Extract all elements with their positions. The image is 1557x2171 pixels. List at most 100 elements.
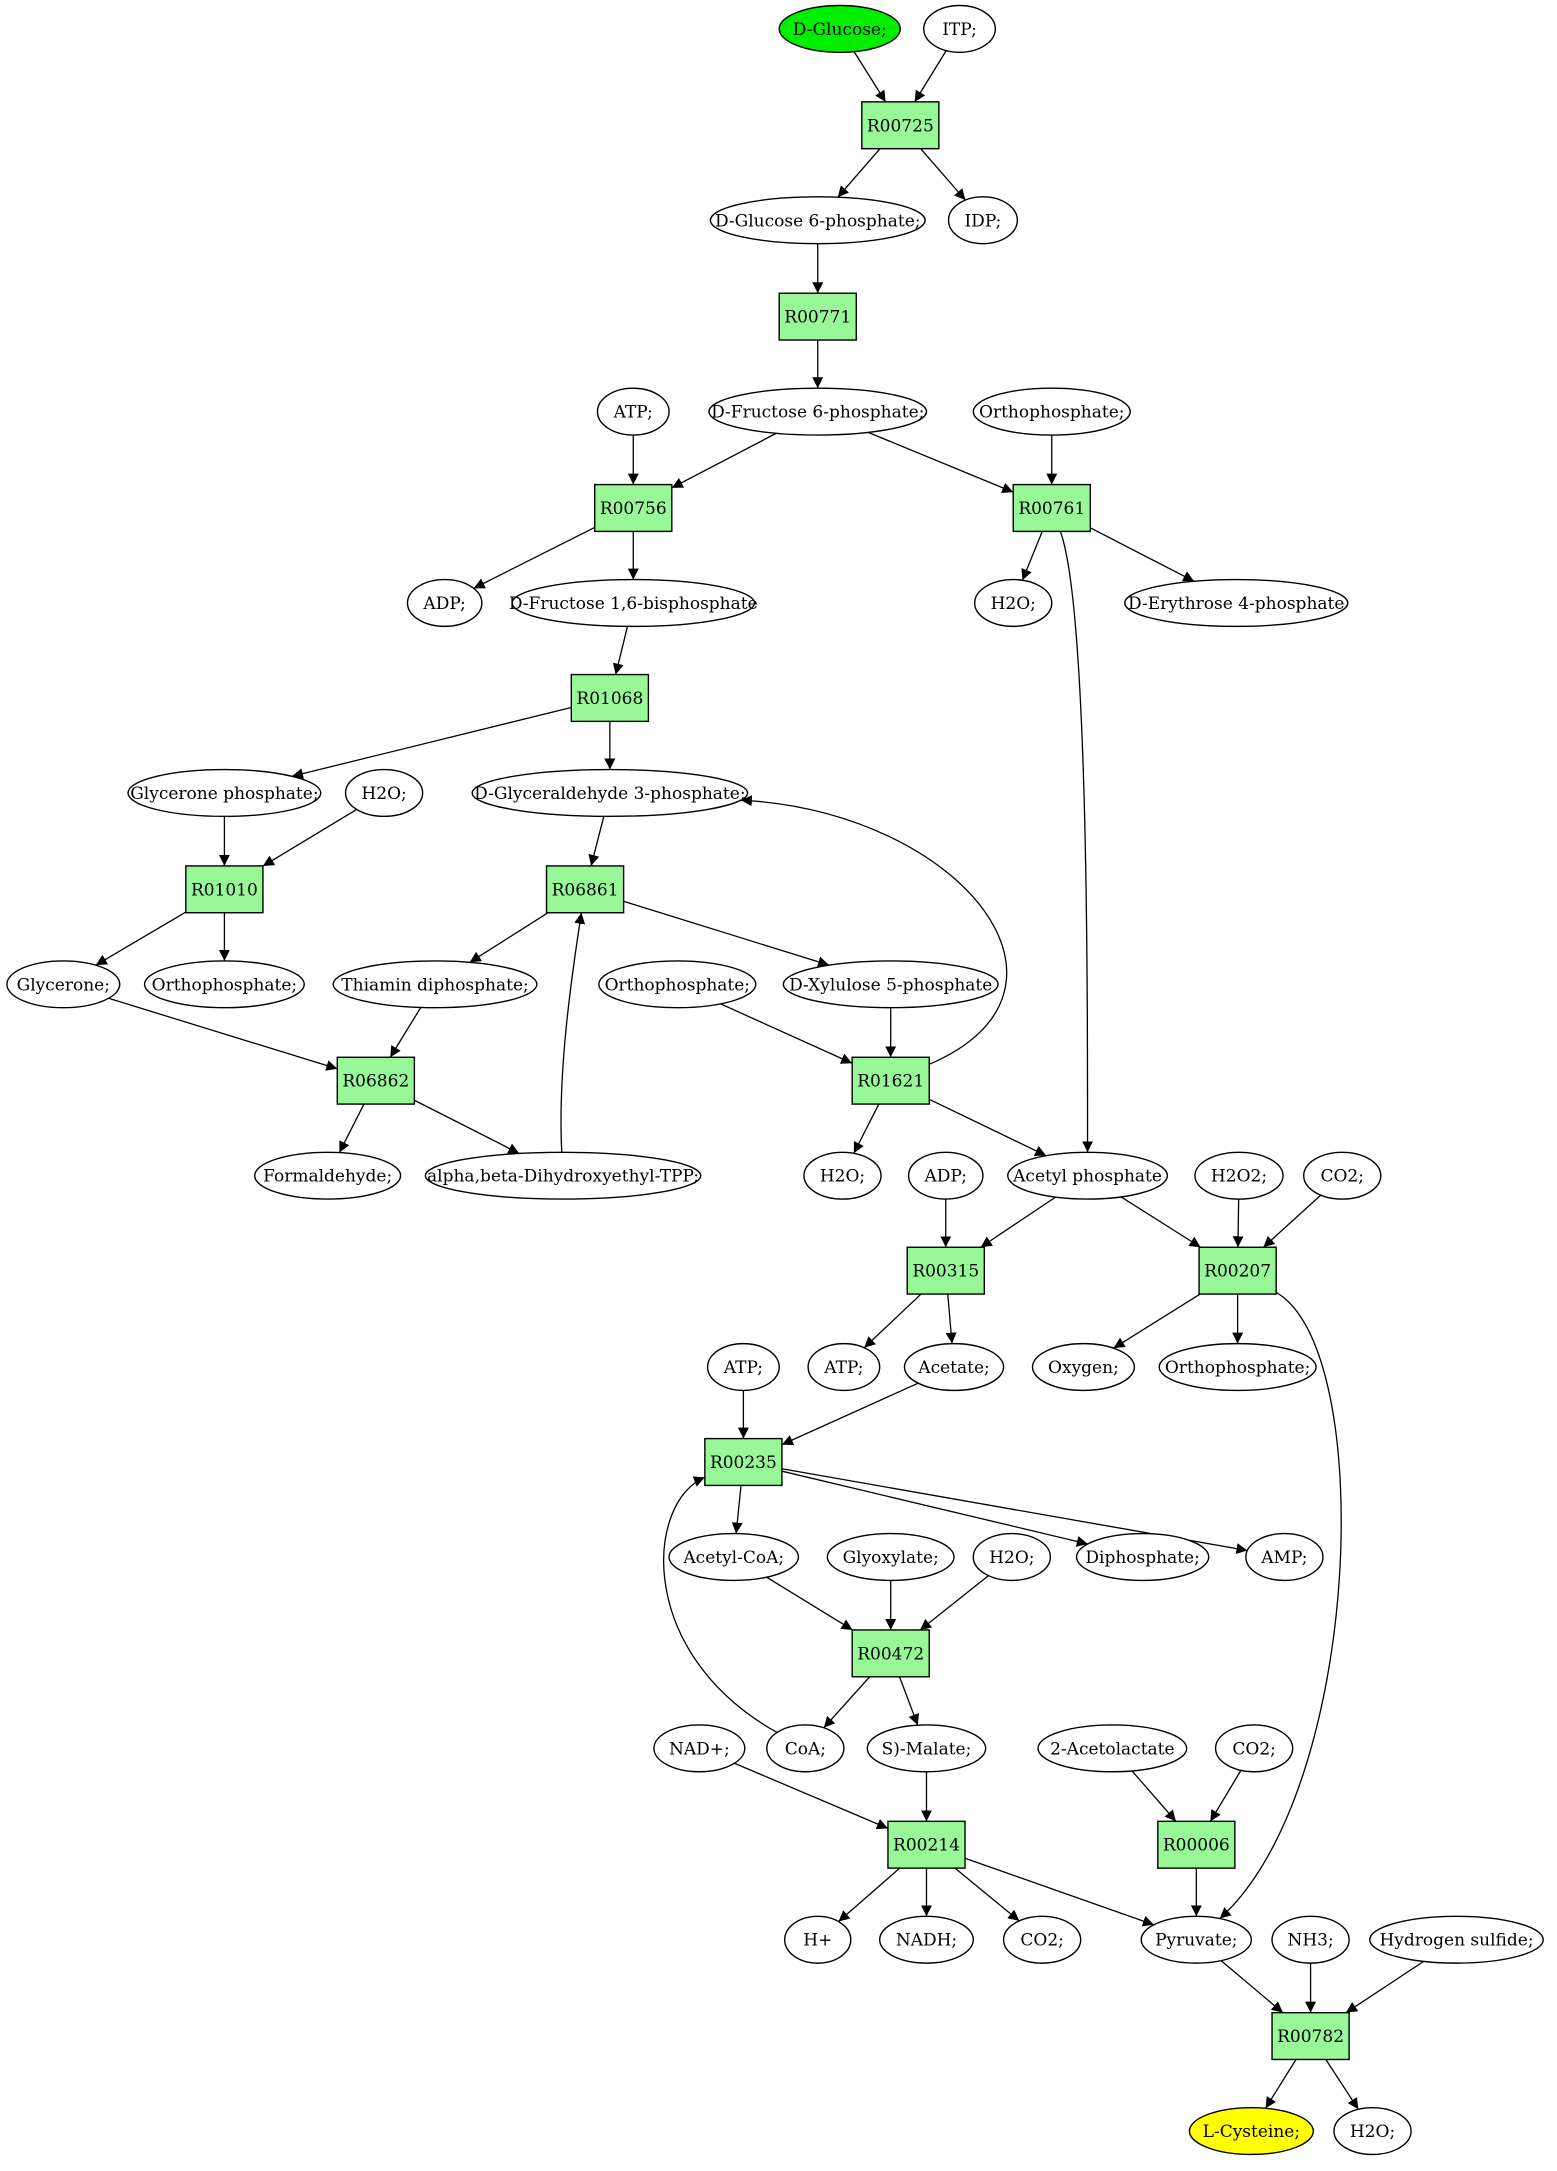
compound-node-c_h2o2: H2O; (344, 768, 424, 818)
node-label: Diphosphate; (1085, 1548, 1199, 1568)
compound-ellipse (598, 960, 757, 1009)
edge-r00782-to-c_h2o5 (1325, 2059, 1359, 2110)
compound-node-c_glyox: Glyoxylate; (826, 1532, 955, 1582)
compound-node-c_acetate: Acetate; (903, 1342, 1005, 1392)
node-label: ATP; (613, 403, 653, 423)
compound-node-c_orth2: Orthophosphate; (143, 960, 305, 1009)
reaction-node-r00207: R00207 (1198, 1246, 1277, 1295)
reaction-box (851, 1056, 930, 1105)
compound-ellipse (406, 578, 483, 628)
compound-node-c_adtpp: alpha,beta-Dihydroxyethyl-TPP; (424, 1151, 702, 1200)
compound-node-c_oxygen: Oxygen; (1031, 1342, 1136, 1392)
compound-ellipse (807, 1342, 881, 1392)
reaction-box (545, 865, 625, 914)
compound-ellipse (1002, 1915, 1082, 1964)
compound-node-c_glycerone: Glycerone; (6, 960, 121, 1009)
node-label: H2O2; (1211, 1167, 1267, 1187)
compound-ellipse (706, 1342, 780, 1392)
node-label: H2O; (991, 594, 1036, 614)
compound-ellipse (1302, 1151, 1382, 1200)
reaction-box (1271, 2011, 1350, 2061)
reaction-box (570, 673, 650, 723)
node-label: D-Glyceraldehyde 3-phosphate; (474, 784, 745, 804)
node-label: Acetyl-CoA; (682, 1548, 784, 1568)
node-label: D-Fructose 6-phosphate; (711, 403, 924, 423)
edge-c_fbp-to-r01068 (612, 626, 629, 675)
node-label: Oxygen; (1048, 1358, 1119, 1378)
compound-ellipse (972, 1532, 1052, 1582)
compound-ellipse (668, 1532, 800, 1582)
compound-ellipse (1271, 1915, 1350, 1964)
compound-node-c_atp3: ATP; (706, 1342, 780, 1392)
node-label: ATP; (823, 1358, 863, 1378)
compound-ellipse (708, 387, 928, 436)
node-label: R00207 (1204, 1262, 1271, 1282)
compound-ellipse (972, 387, 1131, 436)
compound-node-c_h2o1: H2O; (973, 578, 1053, 628)
edge-c_orth3-to-r01621 (720, 1003, 853, 1064)
reaction-box (851, 1629, 930, 1678)
compound-node-c_itp: ITP; (923, 4, 997, 54)
compound-node-c_formald: Formaldehyde; (253, 1151, 402, 1200)
edge-c_co2a-to-r00207 (1262, 1194, 1322, 1248)
node-label: D-Xylulose 5-phosphate (789, 975, 992, 995)
reaction-box (887, 1820, 966, 1869)
node-label: Hydrogen sulfide; (1379, 1931, 1533, 1951)
compound-ellipse (1031, 1342, 1136, 1392)
compound-ellipse (1007, 1151, 1169, 1200)
compound-node-c_h2o2b: H2O2; (1194, 1151, 1284, 1200)
node-label: NADH; (896, 1931, 957, 1951)
node-label: ATP; (723, 1358, 763, 1378)
compound-node-c_nh3: NH3; (1271, 1915, 1350, 1964)
compound-ellipse (1037, 1724, 1188, 1773)
reaction-node-r00006: R00006 (1157, 1820, 1236, 1869)
compound-node-c_g3p: D-Glyceraldehyde 3-phosphate; (471, 768, 749, 818)
compound-ellipse (253, 1151, 402, 1200)
edge-r00315-to-c_acetate (945, 1294, 957, 1344)
node-label: R06861 (552, 880, 619, 900)
node-label: S)-Malate; (882, 1739, 972, 1759)
node-label: R06862 (342, 1072, 409, 1092)
compound-node-c_h2o3: H2O; (803, 1151, 882, 1200)
reaction-box (906, 1246, 986, 1295)
node-label: CO2; (1320, 1167, 1364, 1187)
node-label: Orthophosphate; (1165, 1358, 1310, 1378)
edge-r01010-to-c_glycerone (95, 911, 187, 966)
edge-r00214-to-c_pyruvate (964, 1857, 1155, 1927)
compound-ellipse (709, 196, 926, 245)
edge-r00315-to-c_atp2 (863, 1293, 922, 1349)
node-label: Orthophosphate; (979, 403, 1124, 423)
reaction-node-r00771: R00771 (778, 292, 857, 341)
compound-ellipse (653, 1724, 746, 1773)
reaction-node-r00725: R00725 (861, 101, 940, 150)
edge-r00207-to-c_oxygen (1113, 1293, 1201, 1349)
edge-c_acoa-to-r00472 (766, 1576, 853, 1631)
compound-node-c_tdp: Thiamin diphosphate; (332, 960, 538, 1009)
node-label: Orthophosphate; (152, 975, 297, 995)
compound-node-c_acp: Acetyl phosphate (1007, 1151, 1169, 1200)
node-label: R00761 (1018, 499, 1085, 519)
compound-ellipse (344, 768, 424, 818)
compound-node-c_adp1: ADP; (406, 578, 483, 628)
edge-c_itp-to-r00725 (914, 50, 947, 103)
edge-r01621-to-c_acp (928, 1098, 1047, 1157)
compound-ellipse (783, 1915, 852, 1964)
node-label: Acetate; (917, 1358, 989, 1378)
node-label: R00214 (893, 1836, 960, 1856)
compound-node-c_atp1: ATP; (596, 387, 670, 436)
compound-node-c_adp2: ADP; (907, 1151, 984, 1200)
node-label: ADP; (924, 1167, 967, 1187)
edge-r06861-to-c_tdp (469, 912, 549, 963)
compound-node-c_glucose: D-Glucose; (778, 4, 902, 54)
compound-node-c_coa: CoA; (766, 1724, 845, 1773)
reaction-box (1157, 1820, 1236, 1869)
compound-ellipse (973, 578, 1053, 628)
compound-node-c_co2c: CO2; (1002, 1915, 1082, 1964)
compound-node-c_orth4: Orthophosphate; (1158, 1342, 1317, 1392)
node-label: H2O; (1350, 2122, 1395, 2142)
compound-node-c_nadh: NADH; (878, 1915, 974, 1964)
node-label: ITP; (942, 20, 977, 40)
edge-r06861-to-c_x5p (623, 900, 830, 968)
node-label: D-Glucose; (793, 20, 887, 40)
node-label: R00472 (857, 1644, 924, 1664)
